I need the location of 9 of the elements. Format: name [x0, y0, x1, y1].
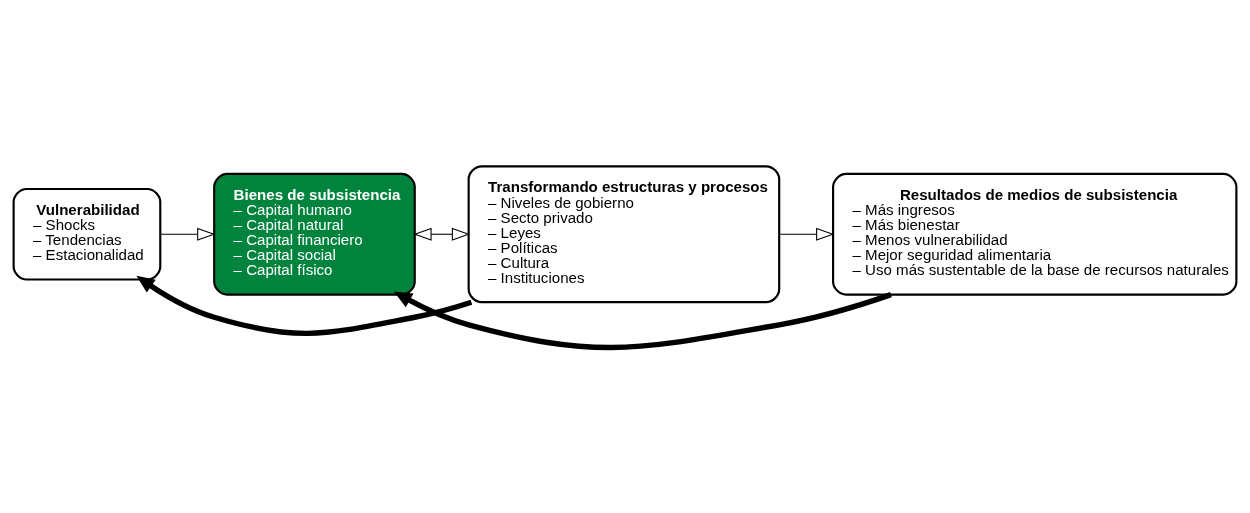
node-box: Transformando estructuras y procesos – Niveles de gobierno – Secto privado – Leyes – Políticas – Cultura – Instituciones: [467, 164, 781, 303]
arrow: [778, 227, 835, 241]
arrow: [136, 275, 473, 336]
arrow: [160, 227, 216, 241]
arrow: [413, 227, 471, 241]
node-box: Bienes de subsistencia – Capital humano – Capital natural – Capital financiero – Capital social – Capital físico: [213, 172, 416, 296]
node-box: Vulnerabilidad – Shocks – Tendencias – Estacionalidad: [12, 187, 162, 281]
arrow: [393, 291, 892, 350]
node-box: Resultados de medios de subsistencia – Más ingresos – Más bienestar – Menos vulnerabilidad – Mejor seguridad alimentaria – Uso más sustentable de la base de recursos naturales: [832, 172, 1238, 296]
